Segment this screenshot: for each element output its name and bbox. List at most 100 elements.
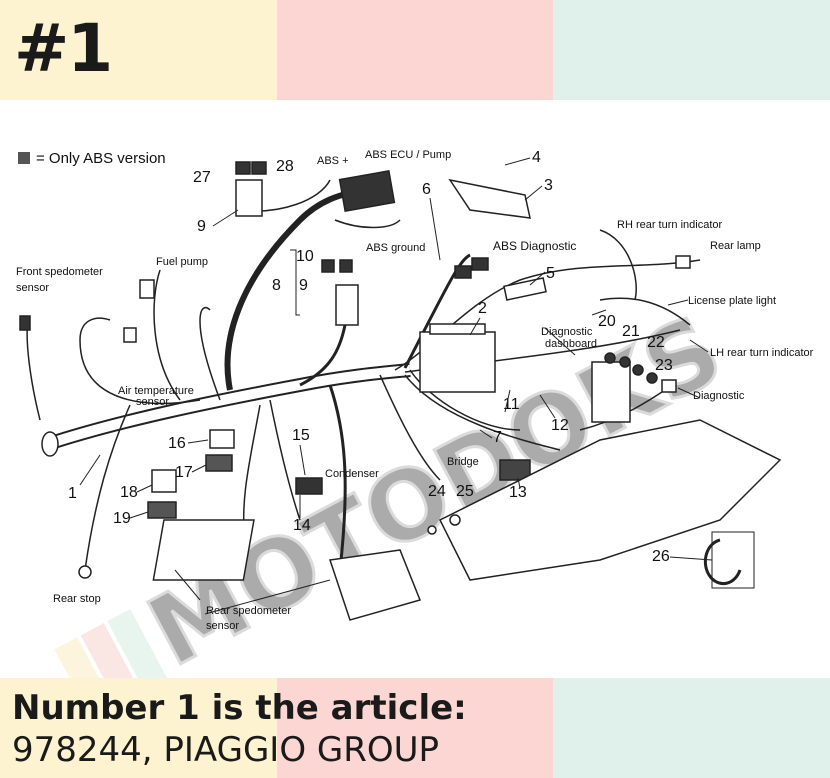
label-air-temp-1: Air temperature bbox=[118, 385, 194, 397]
part-25 bbox=[449, 514, 461, 526]
rear-frame bbox=[438, 419, 782, 581]
fuse-23 bbox=[646, 372, 658, 384]
item-number: #1 bbox=[14, 10, 113, 87]
label-rh-rear-turn: RH rear turn indicator bbox=[617, 219, 722, 231]
header-band-green bbox=[553, 0, 830, 100]
label-diag-dashboard-1: Diagnostic bbox=[541, 326, 593, 338]
connector-27 bbox=[235, 161, 251, 175]
part-number-23: 23 bbox=[655, 357, 673, 374]
connector-9a bbox=[235, 179, 263, 217]
fuse-20 bbox=[604, 352, 616, 364]
part-number-9a: 9 bbox=[197, 218, 206, 235]
labels: ABS ECU / Pump ABS + ABS ground ABS Diag… bbox=[16, 149, 814, 632]
label-lh-rear-turn: LH rear turn indicator bbox=[710, 347, 814, 359]
part-3-bracket bbox=[448, 178, 531, 219]
header-band-yellow bbox=[0, 0, 277, 100]
label-front-speedo-2: sensor bbox=[16, 282, 49, 294]
wiring-harness-diagram: MOTODOKS bbox=[16, 149, 814, 678]
relay-19 bbox=[147, 501, 177, 519]
rear-stop-switch bbox=[78, 565, 92, 579]
part-number-6: 6 bbox=[422, 181, 431, 198]
starter-motor bbox=[329, 549, 422, 621]
condenser-body bbox=[295, 477, 323, 495]
connector-9b bbox=[335, 284, 359, 326]
fuel-pump-connector bbox=[139, 279, 155, 299]
diagnostic-connector bbox=[661, 379, 677, 393]
label-rear-speedo-1: Rear spedometer bbox=[206, 605, 291, 617]
label-abs-plus: ABS + bbox=[317, 155, 349, 167]
part-number-26: 26 bbox=[652, 548, 670, 565]
harness-trunk bbox=[26, 179, 701, 571]
relay-17 bbox=[205, 454, 233, 472]
part-number-22: 22 bbox=[647, 334, 665, 351]
article-number: 978244, PIAGGIO GROUP bbox=[12, 730, 440, 770]
battery bbox=[419, 331, 496, 393]
relay-16 bbox=[209, 429, 235, 449]
relay-18 bbox=[151, 469, 177, 493]
battery-top bbox=[429, 323, 486, 335]
part-number-4: 4 bbox=[532, 149, 541, 166]
part-number-1: 1 bbox=[68, 485, 77, 502]
part-number-17: 17 bbox=[175, 464, 193, 481]
part-number-12: 12 bbox=[551, 417, 569, 434]
part-number-10: 10 bbox=[296, 248, 314, 265]
part-number-15: 15 bbox=[292, 427, 310, 444]
label-diagnostic: Diagnostic bbox=[693, 390, 745, 402]
clamp-26 bbox=[703, 538, 742, 586]
part-number-5: 5 bbox=[546, 265, 555, 282]
leader-lines bbox=[79, 157, 713, 615]
abs-diag-connector bbox=[454, 265, 472, 279]
fuse-box bbox=[591, 361, 631, 423]
legend-swatch bbox=[18, 152, 30, 164]
label-bridge: Bridge bbox=[447, 456, 479, 468]
label-abs-ground: ABS ground bbox=[366, 242, 425, 254]
header-band bbox=[0, 0, 830, 100]
part-numbers: 1 2 3 4 5 6 7 8 9 9 10 11 12 13 14 15 16… bbox=[68, 149, 673, 565]
header-band-pink bbox=[276, 0, 554, 100]
fuse-21 bbox=[619, 356, 631, 368]
part-number-24: 24 bbox=[428, 483, 446, 500]
footer-band-yellow bbox=[0, 678, 277, 778]
label-rear-speedo-2: sensor bbox=[206, 620, 239, 632]
label-license-plate: License plate light bbox=[688, 295, 776, 307]
label-rear-stop: Rear stop bbox=[53, 593, 101, 605]
part-number-9b: 9 bbox=[299, 277, 308, 294]
part-number-18: 18 bbox=[120, 484, 138, 501]
footer-band-pink bbox=[276, 678, 554, 778]
part-number-13: 13 bbox=[509, 484, 527, 501]
part-number-21: 21 bbox=[622, 323, 640, 340]
part-number-28: 28 bbox=[276, 158, 294, 175]
part-number-19: 19 bbox=[113, 510, 131, 527]
part-number-20: 20 bbox=[598, 313, 616, 330]
central-unit-14 bbox=[152, 519, 255, 581]
part-number-8: 8 bbox=[272, 277, 281, 294]
connector-28 bbox=[251, 161, 267, 175]
part-number-14: 14 bbox=[293, 517, 311, 534]
label-fuel-pump: Fuel pump bbox=[156, 256, 208, 268]
label-diag-dashboard-2: dashboard bbox=[545, 338, 597, 350]
part-24 bbox=[427, 525, 437, 535]
connector-10a bbox=[321, 259, 335, 273]
abs-diag-connector-b bbox=[471, 257, 489, 271]
part-number-2: 2 bbox=[478, 300, 487, 317]
article-caption: Number 1 is the article: bbox=[12, 688, 467, 728]
label-abs-diagnostic: ABS Diagnostic bbox=[493, 239, 576, 253]
label-abs-ecu: ABS ECU / Pump bbox=[365, 149, 451, 161]
part-13 bbox=[499, 459, 531, 481]
footer-band bbox=[0, 678, 830, 778]
part-5-pad bbox=[503, 277, 547, 301]
label-rear-lamp: Rear lamp bbox=[710, 240, 761, 252]
legend-text: = Only ABS version bbox=[36, 150, 166, 167]
label-condenser: Condenser bbox=[325, 468, 379, 480]
part-number-7: 7 bbox=[493, 429, 502, 446]
connector-10b bbox=[339, 259, 353, 273]
part-number-25: 25 bbox=[456, 483, 474, 500]
air-temp-connector bbox=[123, 327, 137, 343]
footer-band-green bbox=[553, 678, 830, 778]
part-number-16: 16 bbox=[168, 435, 186, 452]
abs-ecu-pump bbox=[338, 170, 396, 212]
front-speedo-connector bbox=[19, 315, 31, 331]
fuse-22 bbox=[632, 364, 644, 376]
label-air-temp-2: sensor bbox=[136, 396, 169, 408]
rear-lamp-connector bbox=[675, 255, 691, 269]
